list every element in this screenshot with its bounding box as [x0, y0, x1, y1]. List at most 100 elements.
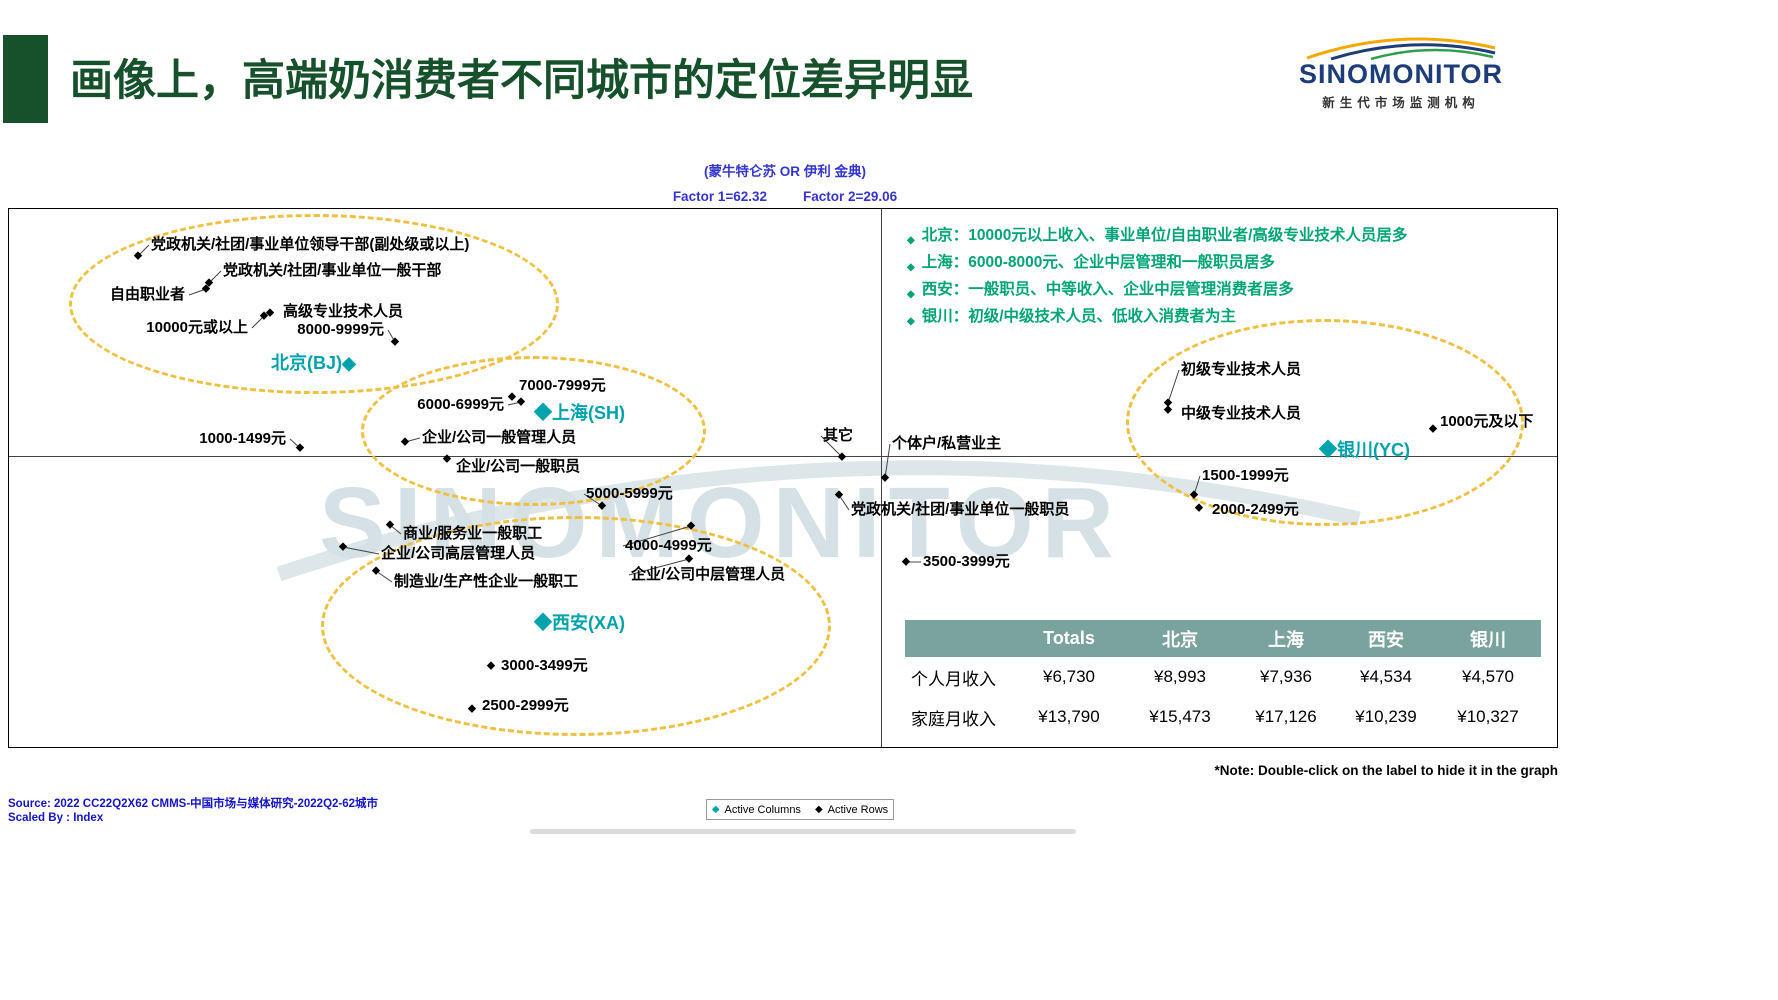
logo-brand: SINOMONITOR [1298, 59, 1503, 89]
chart-subtitle: (蒙牛特仑苏 OR 伊利 金典) [704, 164, 866, 179]
data-point-label[interactable]: 10000元或以上 [146, 319, 248, 336]
data-point-marker[interactable]: ◆ [901, 555, 911, 568]
horizontal-scrollbar[interactable] [530, 829, 1076, 834]
table-header-blank [905, 620, 1013, 657]
table-row: 家庭月收入 ¥13,790 ¥15,473 ¥17,126 ¥10,239 ¥1… [905, 697, 1541, 737]
data-point-marker[interactable]: ◆ [1194, 501, 1204, 514]
data-point-marker[interactable]: ◆ [295, 441, 305, 454]
data-point-marker[interactable]: ◆ [486, 659, 496, 672]
data-point-marker[interactable]: ◆ [507, 390, 517, 403]
table-cell: ¥7,936 [1260, 667, 1312, 686]
data-point-label[interactable]: 党政机关/社团/事业单位一般干部 [223, 262, 442, 279]
data-point-label[interactable]: 1000-1499元 [199, 430, 286, 447]
row-diamond-icon: ◆ [814, 804, 823, 815]
table-cell: ¥17,126 [1255, 707, 1317, 726]
scaled-by-line: Scaled By : Index [8, 812, 104, 824]
yinchuan-cluster-ellipse [1126, 319, 1524, 526]
table-cell: ¥4,534 [1360, 667, 1412, 686]
y-axis-line [881, 209, 882, 747]
data-point-marker[interactable]: ◆ [880, 471, 890, 484]
source-note: Source: 2022 CC22Q2X62 CMMS-中国市场与媒体研究-20… [8, 797, 378, 825]
source-line: Source: 2022 CC22Q2X62 CMMS-中国市场与媒体研究-20… [8, 798, 379, 810]
data-point-label[interactable]: 初级专业技术人员 [1181, 361, 1302, 378]
data-point-marker[interactable]: ◆ [400, 435, 410, 448]
title-accent-block [3, 35, 48, 123]
data-point-label[interactable]: 企业/公司中层管理人员 [631, 566, 786, 583]
chart-meta: (蒙牛特仑苏 OR 伊利 金典) Factor 1=62.32 Factor 2… [560, 160, 1010, 204]
city-label[interactable]: ◆银川(YC) [1319, 440, 1410, 460]
data-point-label[interactable]: 企业/公司一般管理人员 [422, 429, 577, 446]
insight-city: 西安： [921, 281, 969, 298]
data-point-label[interactable]: 高级专业技术人员 [283, 303, 404, 320]
data-point-label[interactable]: 3000-3499元 [501, 657, 588, 674]
insight-city: 银川： [921, 308, 969, 325]
insight-text: 6000-8000元、企业中层管理和一般职员居多 [968, 254, 1275, 271]
data-point-marker[interactable]: ◆ [265, 306, 275, 319]
data-point-marker[interactable]: ◆ [837, 450, 847, 463]
data-point-label[interactable]: 党政机关/社团/事业单位一般职员 [851, 501, 1070, 518]
data-point-label[interactable]: 6000-6999元 [417, 396, 504, 413]
data-point-label[interactable]: 商业/服务业一般职工 [403, 525, 543, 542]
data-point-label[interactable]: 中级专业技术人员 [1181, 405, 1302, 422]
data-point-label[interactable]: 5000-5999元 [586, 485, 673, 502]
data-point-marker[interactable]: ◆ [259, 309, 269, 322]
data-point-label[interactable]: 2500-2999元 [482, 697, 569, 714]
data-point-label[interactable]: 1500-1999元 [1202, 467, 1289, 484]
data-point-label[interactable]: 其它 [823, 427, 854, 444]
data-point-label[interactable]: 4000-4999元 [625, 537, 712, 554]
data-point-label[interactable]: 2000-2499元 [1212, 501, 1299, 518]
shanghai-cluster-ellipse [361, 356, 706, 506]
insight-text: 10000元以上收入、事业单位/自由职业者/高级专业技术人员居多 [968, 227, 1408, 244]
data-point-marker[interactable]: ◆ [338, 540, 348, 553]
chart-note: *Note: Double-click on the label to hide… [1214, 763, 1558, 778]
data-point-marker[interactable]: ◆ [684, 552, 694, 565]
column-diamond-icon: ◆ [711, 804, 720, 815]
data-point-marker[interactable]: ◆ [133, 249, 143, 262]
data-point-label[interactable]: 个体户/私营业主 [892, 435, 1002, 452]
city-label[interactable]: 北京(BJ)◆ [271, 353, 356, 373]
data-point-label[interactable]: 党政机关/社团/事业单位领导干部(副处级或以上) [151, 236, 470, 253]
diamond-icon: ◆ [907, 289, 915, 300]
data-point-label[interactable]: 制造业/生产性企业一般职工 [394, 573, 579, 590]
table-header-beijing: 北京 [1125, 620, 1235, 657]
insight-list: ◆ 北京： 10000元以上收入、事业单位/自由职业者/高级专业技术人员居多 ◆… [907, 225, 1407, 333]
data-point-label[interactable]: 7000-7999元 [519, 377, 606, 394]
data-point-marker[interactable]: ◆ [390, 335, 400, 348]
insight-beijing: ◆ 北京： 10000元以上收入、事业单位/自由职业者/高级专业技术人员居多 [907, 225, 1407, 252]
data-point-marker[interactable]: ◆ [1189, 488, 1199, 501]
beijing-cluster-ellipse [69, 214, 559, 394]
table-cell: ¥13,790 [1038, 707, 1100, 726]
data-point-marker[interactable]: ◆ [442, 452, 452, 465]
data-point-label[interactable]: 1000元及以下 [1440, 413, 1534, 430]
table-row: 个人月收入 ¥6,730 ¥8,993 ¥7,936 ¥4,534 ¥4,570 [905, 657, 1541, 697]
table-header-totals: Totals [1013, 620, 1125, 657]
table-header-row: Totals 北京 上海 西安 银川 [905, 620, 1541, 657]
data-point-label[interactable]: 自由职业者 [109, 286, 185, 303]
logo-swoosh-icon [1306, 37, 1496, 60]
data-point-marker[interactable]: ◆ [1428, 422, 1438, 435]
data-point-marker[interactable]: ◆ [385, 518, 395, 531]
data-point-marker[interactable]: ◆ [516, 395, 526, 408]
chart-factors: Factor 1=62.32 Factor 2=29.06 [560, 189, 1010, 204]
legend-active-rows: ◆ Active Rows [815, 804, 888, 816]
data-point-marker[interactable]: ◆ [467, 702, 477, 715]
factor1-value: Factor 1=62.32 [672, 189, 767, 204]
data-point-marker[interactable]: ◆ [686, 519, 696, 532]
row-label: 个人月收入 [911, 669, 996, 689]
table-header-shanghai: 上海 [1235, 620, 1337, 657]
city-label[interactable]: ◆上海(SH) [534, 403, 625, 423]
insight-city: 上海： [921, 254, 969, 271]
chart-legend: ◆ Active Columns ◆ Active Rows [706, 799, 894, 820]
city-label[interactable]: ◆西安(XA) [534, 613, 625, 633]
data-point-label[interactable]: 企业/公司高层管理人员 [381, 545, 536, 562]
data-point-marker[interactable]: ◆ [1163, 403, 1173, 416]
table-header-yinchuan: 银川 [1435, 620, 1541, 657]
data-point-label[interactable]: 企业/公司一般职员 [456, 458, 581, 475]
diamond-icon: ◆ [907, 235, 915, 246]
insight-text: 一般职员、中等收入、企业中层管理消费者居多 [968, 281, 1294, 298]
data-point-label[interactable]: 3500-3999元 [923, 553, 1010, 570]
data-point-label[interactable]: 8000-9999元 [297, 321, 384, 338]
data-point-marker[interactable]: ◆ [371, 564, 381, 577]
data-point-marker[interactable]: ◆ [201, 282, 211, 295]
data-point-marker[interactable]: ◆ [834, 488, 844, 501]
